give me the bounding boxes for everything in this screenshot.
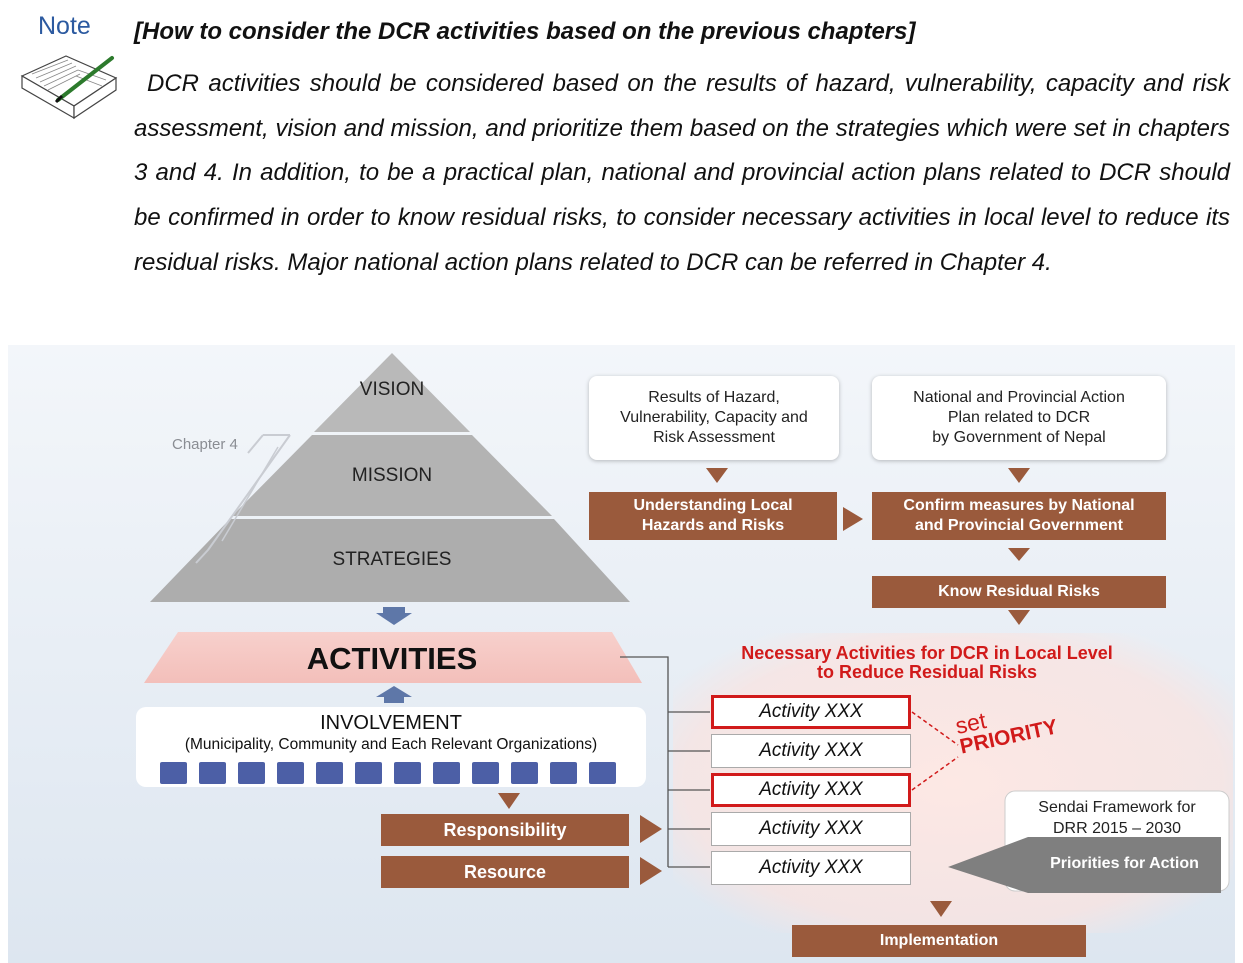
arrow-down-icon — [376, 607, 412, 625]
dcr-diagram: VISION MISSION STRATEGIES Chapter 4 ACTI… — [8, 345, 1235, 963]
activity-item: Activity XXX — [711, 695, 911, 729]
chapter-label: Chapter 4 — [172, 436, 238, 453]
activity-item: Activity XXX — [711, 773, 911, 807]
activity-connectors — [620, 656, 710, 868]
activities-label: ACTIVITIES — [306, 641, 478, 676]
participant-square — [238, 762, 265, 784]
necessary-title: Necessary Activities for DCR in Local Le… — [741, 643, 1113, 663]
resource-box: Resource — [381, 856, 629, 888]
participant-square — [394, 762, 421, 784]
participant-square — [316, 762, 343, 784]
participant-square — [550, 762, 577, 784]
involvement-title: INVOLVEMENT — [320, 712, 462, 734]
necessary-subtitle: to Reduce Residual Risks — [816, 662, 1038, 682]
chapter-bracket — [195, 434, 291, 564]
sendai-text: Sendai Framework for DRR 2015 – 2030 — [1038, 799, 1196, 837]
national-plan-box: National and Provincial Action Plan rela… — [872, 376, 1166, 460]
participant-square — [589, 762, 616, 784]
involvement-subtitle: (Municipality, Community and Each Releva… — [184, 736, 598, 753]
activity-item: Activity XXX — [711, 812, 911, 846]
note-body: DCR activities should be considered base… — [134, 70, 1230, 276]
understanding-box: Understanding Local Hazards and Risks — [589, 492, 837, 540]
arrow-up-icon — [376, 686, 412, 703]
priorities-arrow — [948, 837, 1221, 893]
participant-square — [355, 762, 382, 784]
note-label: Note — [38, 12, 91, 40]
activities-band — [144, 632, 642, 683]
pyramid-vision — [314, 353, 470, 432]
pyramid-strategies — [150, 519, 630, 602]
results-box: Results of Hazard, Vulnerability, Capaci… — [589, 376, 839, 460]
participant-square — [199, 762, 226, 784]
participant-square — [511, 762, 538, 784]
residual-risks-box: Know Residual Risks — [872, 576, 1166, 608]
participant-square — [472, 762, 499, 784]
activity-item: Activity XXX — [711, 851, 911, 885]
pyramid-vision-label: VISION — [359, 379, 425, 400]
pyramid-mission-label: MISSION — [351, 465, 433, 486]
priorities-for-action: Priorities for Action — [1050, 855, 1199, 872]
priority-links — [911, 711, 959, 791]
implementation-box: Implementation — [792, 925, 1086, 957]
participant-square — [433, 762, 460, 784]
confirm-measures-box: Confirm measures by National and Provinc… — [872, 492, 1166, 540]
participant-square — [160, 762, 187, 784]
responsibility-box: Responsibility — [381, 814, 629, 846]
participant-square — [277, 762, 304, 784]
activity-item: Activity XXX — [711, 734, 911, 768]
book-quill-icon — [20, 55, 118, 120]
pyramid-mission — [232, 435, 552, 516]
note-title: [How to consider the DCR activities base… — [134, 18, 916, 45]
pyramid-strategies-label: STRATEGIES — [332, 549, 452, 570]
